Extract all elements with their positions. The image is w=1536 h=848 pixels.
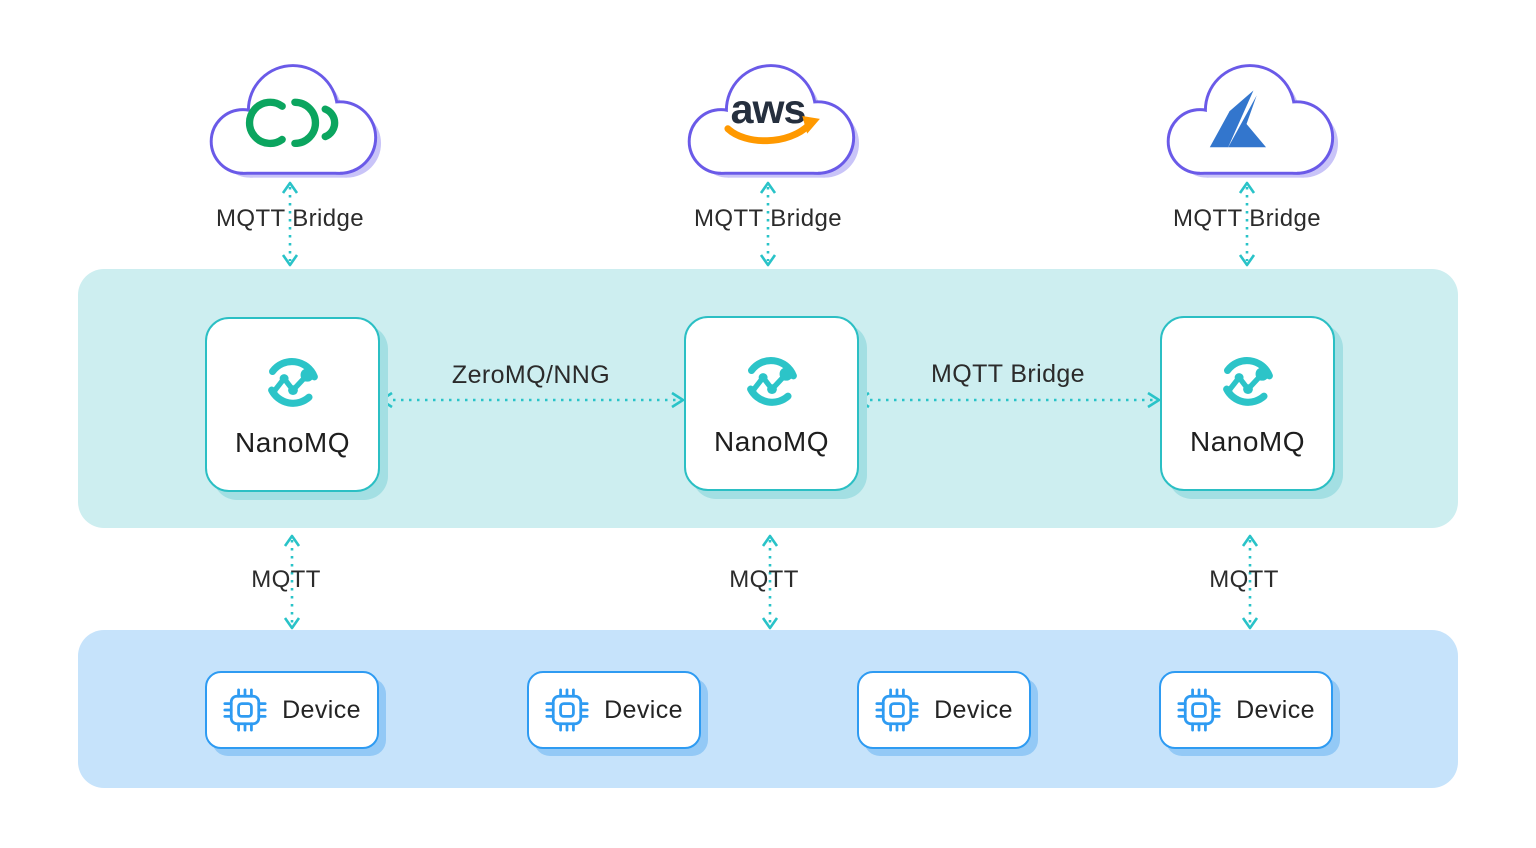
broker-node-1: NanoMQ xyxy=(205,317,380,492)
device-label: Device xyxy=(282,695,361,724)
chip-icon xyxy=(545,688,589,732)
cloud-link-label-2: MQTT Bridge xyxy=(694,205,842,232)
nanomq-logo-icon xyxy=(267,357,318,407)
device-node-3: Device xyxy=(857,671,1031,749)
broker-label: NanoMQ xyxy=(1189,425,1306,457)
broker-link-arrow-2 xyxy=(856,391,1161,409)
broker-label: NanoMQ xyxy=(234,426,351,458)
broker-node-2: NanoMQ xyxy=(684,316,859,491)
emqx-cloud xyxy=(209,64,382,178)
device-label: Device xyxy=(1236,695,1315,724)
aws-cloud: aws xyxy=(687,64,860,178)
device-link-label-3: MQTT xyxy=(1209,566,1279,593)
chip-icon xyxy=(875,688,919,732)
device-link-arrow-2 xyxy=(761,534,779,630)
device-link-label-2: MQTT xyxy=(729,566,799,593)
device-link-arrow-1 xyxy=(283,534,301,630)
cloud-link-arrow-2 xyxy=(759,181,777,267)
broker-link-label-1: ZeroMQ/NNG xyxy=(451,361,611,389)
chip-icon xyxy=(223,688,267,732)
device-link-label-1: MQTT xyxy=(251,566,321,593)
cloud-link-arrow-3 xyxy=(1238,181,1256,267)
cloud-icon xyxy=(209,64,378,175)
device-node-2: Device xyxy=(527,671,701,749)
broker-link-label-2: MQTT Bridge xyxy=(931,360,1085,388)
device-label: Device xyxy=(934,695,1013,724)
cloud-link-arrow-1 xyxy=(281,181,299,267)
device-node-1: Device xyxy=(205,671,379,749)
device-node-4: Device xyxy=(1159,671,1333,749)
aws-logo-text: aws xyxy=(731,86,806,132)
azure-logo-icon xyxy=(1209,90,1267,148)
cloud-link-label-1: MQTT Bridge xyxy=(216,205,364,232)
nanomq-logo-icon xyxy=(746,356,797,406)
azure-cloud xyxy=(1166,64,1339,178)
chip-icon xyxy=(1177,688,1221,732)
broker-node-3: NanoMQ xyxy=(1160,316,1335,491)
aws-logo-icon: aws xyxy=(724,86,820,145)
device-link-arrow-3 xyxy=(1241,534,1259,630)
emq-logo-icon xyxy=(245,98,339,148)
cloud-icon xyxy=(687,64,856,175)
nanomq-logo-icon xyxy=(1222,356,1273,406)
broker-link-arrow-1 xyxy=(379,391,685,409)
cloud-icon xyxy=(1166,64,1335,175)
cloud-link-label-3: MQTT Bridge xyxy=(1173,205,1321,232)
device-label: Device xyxy=(604,695,683,724)
broker-label: NanoMQ xyxy=(713,425,830,457)
